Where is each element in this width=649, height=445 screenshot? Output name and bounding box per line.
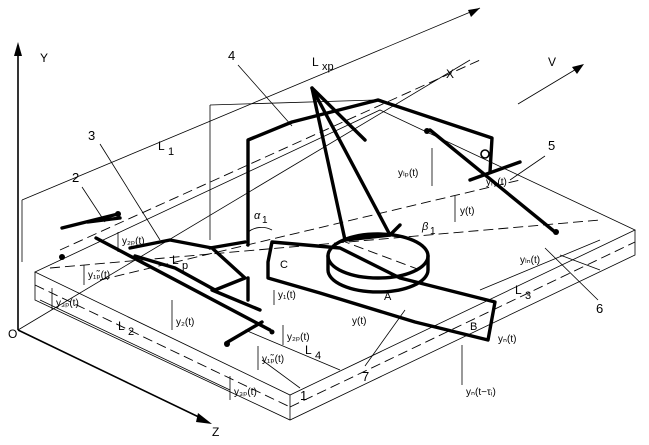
point-b-label: B	[470, 321, 477, 333]
velocity-arrow	[517, 64, 584, 105]
signal-y-right: y(t)	[460, 206, 474, 217]
alpha-arc	[247, 226, 273, 233]
boom-triangle	[310, 86, 402, 242]
dim-lxp-main: L	[312, 55, 319, 69]
dim-lp-main: L	[172, 253, 179, 267]
signal-arrows	[51, 148, 463, 400]
callout-leaders	[81, 64, 599, 389]
angle-alpha-main: α	[254, 210, 261, 222]
dim-l1-main: L	[158, 139, 165, 153]
signal-y3p-bottom: y₃ₚ(t)	[234, 387, 257, 398]
callout-7: 7	[362, 369, 369, 384]
z-axis-label: Z	[212, 425, 219, 439]
joint-markers	[59, 128, 559, 347]
y-axis	[14, 42, 22, 330]
callout-5: 5	[548, 138, 555, 153]
y-axis-label: Y	[40, 51, 48, 65]
signal-y1pb: y₁ₚ̃(t)	[88, 270, 110, 281]
dim-l4-sub: 4	[315, 350, 321, 362]
signal-y1: y₁(t)	[278, 290, 296, 301]
point-a-label: A	[384, 291, 392, 303]
signal-y1pb-bottom: y₁ₚ̃(t)	[262, 354, 284, 365]
signal-y-mid: y(t)	[352, 316, 366, 327]
signal-yln: yₗₙ(t)	[520, 255, 540, 266]
signal-yn-delay: yₙ(t−τᵢ)	[466, 387, 496, 398]
callout-2: 2	[72, 170, 79, 185]
dim-l3-sub: 3	[525, 290, 531, 302]
angle-alpha-sub: 1	[262, 215, 268, 226]
callout-4: 4	[228, 48, 235, 63]
angle-beta-sub: 1	[430, 226, 436, 237]
point-c-label: C	[280, 259, 288, 271]
callout-3: 3	[88, 128, 95, 143]
signal-yrn: yᵣₙ(t)	[486, 177, 507, 188]
header-platform	[266, 240, 497, 342]
signal-y2p-right: y₂ₚ(t)	[287, 332, 310, 343]
signal-y2p: y₂ₚ(t)	[122, 236, 145, 247]
callout-6: 6	[596, 301, 603, 316]
pickup-frame	[128, 238, 262, 312]
turntable	[326, 232, 430, 294]
signal-y3p: y₃ₚ(t)	[56, 298, 79, 309]
dim-l2-sub: 2	[128, 326, 134, 338]
callout-1: 1	[300, 388, 307, 403]
dim-l3-main: L	[515, 283, 522, 297]
boom-arm	[246, 98, 494, 247]
dimension-lines	[21, 7, 601, 391]
origin-label: O	[8, 327, 17, 341]
dim-lxp-sub: xp	[322, 61, 334, 73]
z-axis	[17, 329, 212, 424]
dim-l1-sub: 1	[168, 146, 174, 158]
angle-beta-main: β	[421, 221, 429, 233]
rear-axle	[428, 128, 557, 234]
signal-yn: yₙ(t)	[498, 334, 516, 345]
dim-l2-main: L	[118, 319, 125, 333]
dim-l4-main: L	[305, 343, 312, 357]
signal-y2: y₂(t)	[176, 317, 194, 328]
velocity-label: V	[548, 55, 556, 69]
dim-lp-sub: p	[182, 260, 188, 272]
signal-ylp: yₗₚ(t)	[398, 168, 418, 179]
base-slab	[34, 59, 636, 421]
